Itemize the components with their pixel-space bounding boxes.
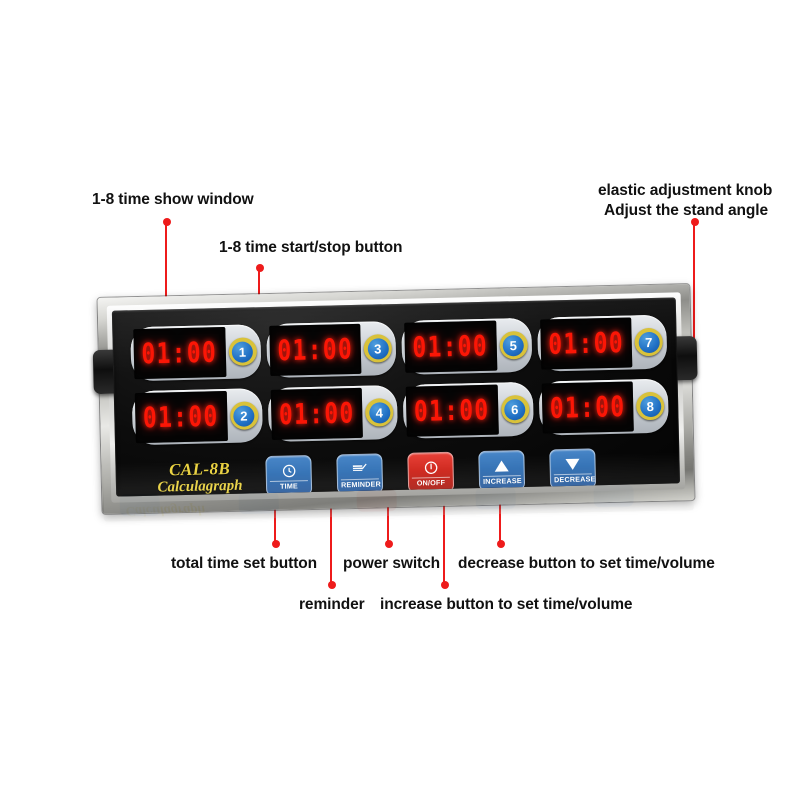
start-stop-button-1[interactable]: 1	[228, 337, 257, 366]
timer-channel-6: 01:00 6	[402, 381, 534, 439]
decrease-button[interactable]: DECREASE	[549, 448, 597, 490]
timer-device: 01:00 1 01:00 3	[92, 283, 700, 515]
callout-label-power-switch: power switch	[343, 555, 440, 572]
power-icon	[423, 459, 438, 476]
clock-icon	[281, 462, 296, 479]
timer-channel-3: 01:00 3	[265, 320, 397, 379]
timer-channel-5: 01:00 5	[401, 317, 532, 375]
increase-button-label: INCREASE	[482, 474, 522, 487]
led-display-value-8: 01:00	[549, 390, 626, 425]
led-display-value-7: 01:00	[547, 326, 625, 361]
led-display-window-4: 01:00	[270, 387, 363, 440]
leader-dot-total-time-set	[272, 540, 280, 548]
cart-icon	[351, 460, 367, 477]
callout-label-start-stop-button: 1-8 time start/stop button	[219, 239, 403, 256]
triangle-down-icon	[565, 455, 580, 472]
led-display-window-6: 01:00	[405, 384, 499, 437]
timer-channel-7: 01:00 7	[536, 314, 668, 372]
start-stop-button-label-1: 1	[231, 340, 254, 363]
time-button[interactable]: TIME	[265, 455, 313, 497]
callout-label-time-show-window: 1-8 time show window	[92, 191, 254, 208]
leader-line-decrease-button	[499, 473, 501, 544]
control-row: CAL-8B Calculagraph TIME	[133, 441, 666, 497]
led-display-value-1: 01:00	[141, 335, 218, 371]
leader-dot-increase-button	[441, 581, 449, 589]
start-stop-button-label-2: 2	[233, 404, 255, 427]
callout-label-total-time-set: total time set button	[171, 555, 318, 572]
device-chrome-shell: 01:00 1 01:00 3	[92, 284, 698, 514]
start-stop-button-label-5: 5	[502, 334, 525, 356]
leader-line-time-show-window	[165, 222, 167, 340]
timer-channel-8: 01:00 8	[538, 378, 669, 436]
on-off-button[interactable]: ON/OFF	[407, 451, 455, 493]
callout-label-decrease-button: decrease button to set time/volume	[458, 555, 715, 572]
start-stop-button-7[interactable]: 7	[634, 327, 664, 357]
reminder-button[interactable]: REMINDER	[336, 453, 384, 495]
led-display-window-5: 01:00	[404, 320, 497, 373]
leader-line-increase-button	[443, 473, 445, 585]
start-stop-button-label-8: 8	[639, 395, 661, 417]
led-display-window-2: 01:00	[134, 390, 228, 444]
leader-dot-time-show-window	[163, 218, 171, 226]
timer-channel-grid: 01:00 1 01:00 3	[130, 314, 669, 446]
leader-dot-decrease-button	[497, 540, 505, 548]
leader-line-elastic-knob	[693, 222, 695, 359]
led-display-window-7: 01:00	[539, 317, 633, 370]
led-display-window-3: 01:00	[268, 323, 362, 376]
callout-label-elastic-knob-line1: elastic adjustment knob	[598, 182, 773, 199]
start-stop-button-3[interactable]: 3	[363, 334, 393, 363]
led-display-value-6: 01:00	[413, 393, 491, 429]
increase-button[interactable]: INCREASE	[478, 449, 526, 492]
leader-line-power-switch	[387, 473, 389, 544]
start-stop-button-4[interactable]: 4	[364, 398, 394, 427]
leader-dot-power-switch	[385, 540, 393, 548]
start-stop-button-5[interactable]: 5	[498, 330, 528, 360]
leader-line-reminder	[330, 473, 332, 585]
callout-label-reminder: reminder	[299, 596, 365, 613]
start-stop-button-label-6: 6	[504, 398, 526, 420]
timer-channel-4: 01:00 4	[267, 384, 398, 443]
led-display-value-4: 01:00	[278, 396, 355, 432]
control-button-group: TIME REMINDER	[265, 447, 666, 497]
start-stop-button-2[interactable]: 2	[229, 401, 259, 430]
timer-channel-2: 01:00 2	[131, 388, 263, 446]
device-front-panel: 01:00 1 01:00 3	[111, 297, 681, 497]
start-stop-button-label-4: 4	[368, 401, 391, 424]
callout-label-increase-button: increase button to set time/volume	[380, 596, 633, 613]
reminder-button-label: REMINDER	[340, 478, 382, 490]
led-display-value-2: 01:00	[142, 399, 220, 435]
callout-label-elastic-knob-line2: Adjust the stand angle	[604, 202, 769, 219]
triangle-up-icon	[494, 457, 509, 474]
decrease-button-label: DECREASE	[553, 473, 596, 485]
start-stop-button-8[interactable]: 8	[635, 391, 665, 421]
led-display-value-5: 01:00	[412, 329, 489, 365]
leader-dot-elastic-knob	[691, 218, 699, 226]
on-off-button-label: ON/OFF	[411, 476, 450, 488]
start-stop-button-6[interactable]: 6	[500, 394, 530, 424]
timer-channel-1: 01:00 1	[130, 324, 261, 382]
led-display-window-1: 01:00	[133, 327, 226, 380]
led-display-window-8: 01:00	[541, 381, 634, 434]
start-stop-button-label-3: 3	[367, 337, 389, 360]
led-display-value-3: 01:00	[276, 332, 354, 368]
leader-dot-reminder	[328, 581, 336, 589]
start-stop-button-label-7: 7	[637, 331, 660, 353]
leader-dot-start-stop-button	[256, 264, 264, 272]
time-button-label: TIME	[269, 479, 309, 491]
brand-logo: CAL-8B Calculagraph	[133, 458, 266, 496]
